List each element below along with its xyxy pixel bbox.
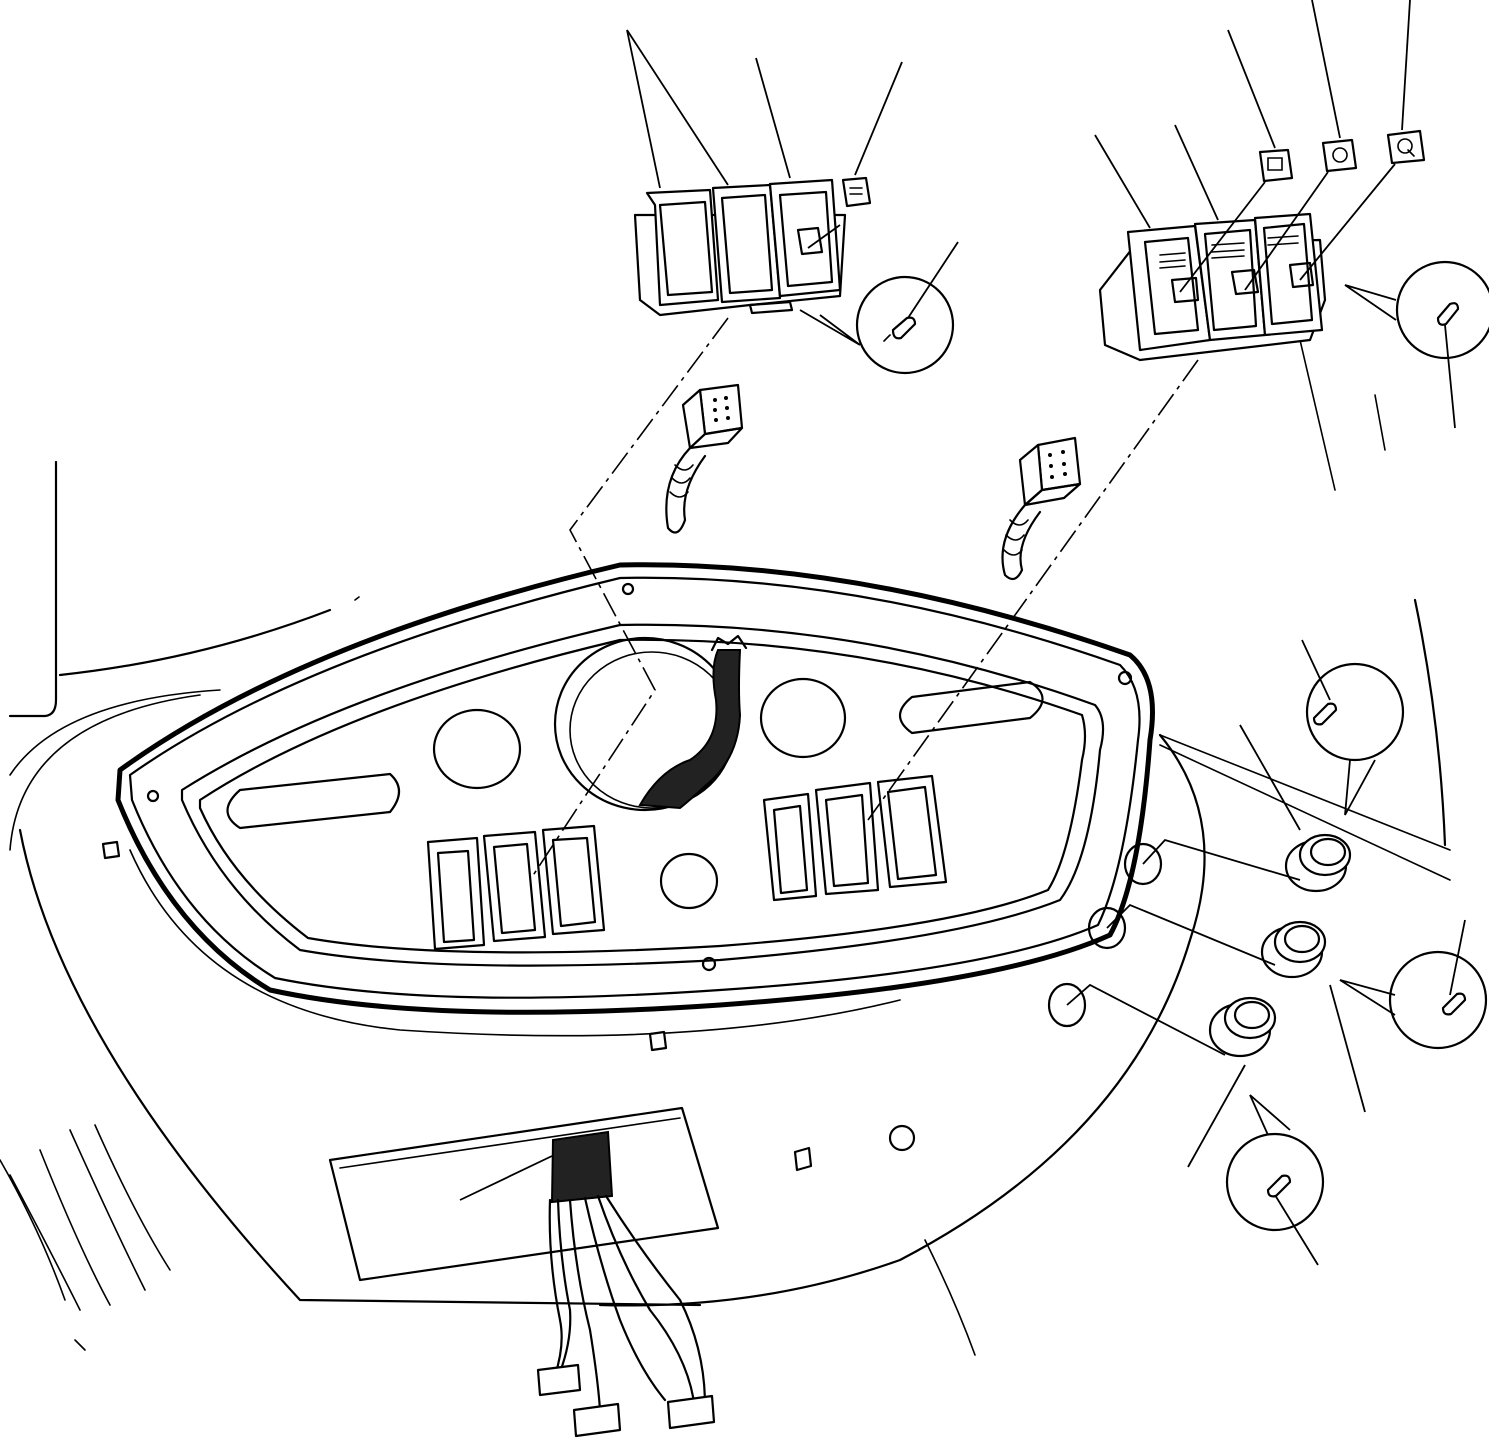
right-cluster-leaders xyxy=(1094,0,1411,293)
switch-symbol-cap xyxy=(1258,148,1294,183)
bulb-callout xyxy=(799,241,959,375)
console-lugs xyxy=(101,840,916,1172)
gauge-cable xyxy=(638,634,748,810)
push-button xyxy=(1047,982,1277,1058)
push-button xyxy=(1087,903,1327,979)
left-harness-connector xyxy=(665,383,744,534)
console-outline xyxy=(0,339,1451,1356)
left-cluster-leaders xyxy=(626,29,903,189)
push-button xyxy=(1123,833,1352,893)
bulb-callout xyxy=(1339,919,1488,1050)
bezel-openings xyxy=(226,636,1044,951)
misc-leaders xyxy=(459,724,1366,1201)
bulb-callout xyxy=(1344,260,1489,429)
switch-symbol-cap xyxy=(1321,138,1358,173)
right-switch-cluster xyxy=(1098,212,1327,362)
left-switch-cluster xyxy=(633,178,847,317)
switch-symbol-cap xyxy=(841,176,872,208)
lower-wiring-harness xyxy=(328,1106,720,1438)
instrument-panel-bezel xyxy=(115,562,1155,1015)
bulb-callout xyxy=(1301,639,1405,816)
assembly-chain-lines xyxy=(529,317,1199,881)
bulb-callout xyxy=(1225,1094,1325,1266)
indicator-bulbs xyxy=(799,241,1489,1266)
push-button-switches xyxy=(1047,833,1352,1058)
switch-symbol-caps-right xyxy=(1258,129,1426,183)
switch-symbol-cap xyxy=(1386,129,1426,165)
right-harness-connector xyxy=(1001,436,1082,581)
